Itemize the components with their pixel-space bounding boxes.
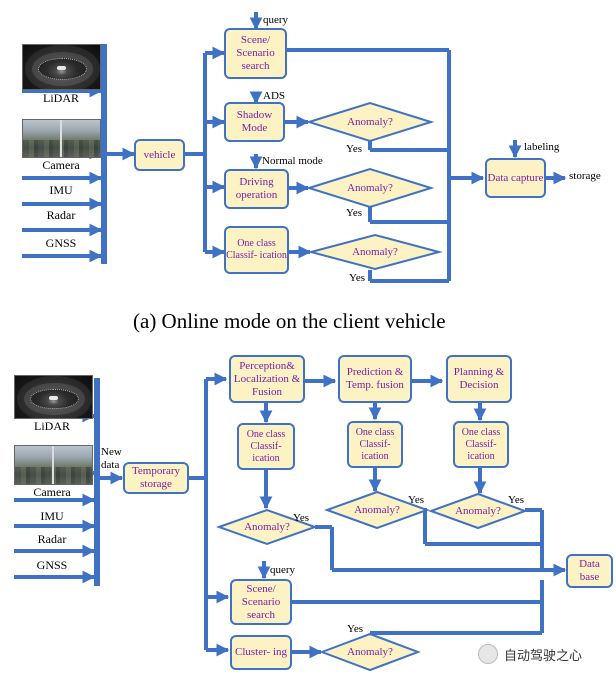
a-data-capture-label: Data capture [487,171,544,184]
a-scene-search-box: Scene/ Scenario search [224,28,287,79]
a-anomaly-diamond-1 [305,101,435,143]
a-yes-label-2: Yes [346,207,363,219]
b-input-radar: Radar [37,532,67,546]
b-one-class-box-1: One class Classif- ication [237,423,295,470]
b-anomaly-text-2: Anomaly? [354,504,400,516]
a-driving-operation-label: Driving operation [235,176,278,201]
b-planning-box: Planning & Decision [446,355,512,403]
b-anomaly-diamond-3 [428,492,528,530]
b-clustering-box: Cluster- ing [230,635,292,670]
b-lidar-thumbnail [14,375,93,419]
watermark: 自动驾驶之心 [478,644,582,664]
a-anomaly-text-3: Anomaly? [352,246,398,258]
a-labeling-label: labeling [524,141,560,153]
b-scene-search-label: Scene/ Scenario search [241,582,281,621]
a-vehicle-box: vehicle [134,139,185,171]
b-anomaly-text-3: Anomaly? [455,505,501,517]
a-storage-label: storage [569,170,601,182]
b-scene-search-box: Scene/ Scenario search [230,579,292,625]
b-yes-label-2: Yes [408,494,425,506]
b-anomaly-diamond-4 [319,632,421,672]
b-yes-label-3: Yes [508,494,525,506]
a-anomaly-diamond-2 [305,167,435,209]
a-shadow-mode-label: Shadow Mode [236,109,273,134]
a-input-radar: Radar [46,208,76,222]
b-perception-box: Perception& Localization & Fusion [229,355,305,403]
b-input-lidar: LiDAR [34,419,70,433]
a-vehicle-label: vehicle [143,148,176,161]
a-query-label: query [263,14,289,26]
b-new-data-label: New data [101,446,122,471]
b-anomaly-diamond-2 [324,490,430,530]
a-scene-search-label: Scene/ Scenario search [236,34,275,72]
b-one-class-label-3: One class Classif- ication [461,426,501,462]
b-temporary-storage-label: Temporary storage [131,465,181,490]
b-one-class-box-3: One class Classif- ication [453,421,509,468]
a-yes-label-3: Yes [349,272,366,284]
b-prediction-label: Prediction & Temp. fusion [346,366,404,391]
b-clustering-label: Cluster- ing [234,646,288,658]
b-anomaly-text-1: Anomaly? [244,521,290,533]
a-input-imu: IMU [49,183,73,197]
b-camera-thumbnail [14,445,93,485]
b-database-box: Data base [566,554,613,588]
b-perception-label: Perception& Localization & Fusion [233,359,301,398]
b-anomaly-diamond-1 [216,508,318,546]
a-anomaly-text-1: Anomaly? [347,116,393,128]
b-yes-label-4: Yes [347,623,364,635]
b-input-imu: IMU [40,509,64,523]
b-one-class-box-2: One class Classif- ication [347,421,403,468]
a-data-capture-box: Data capture [485,158,546,198]
b-planning-label: Planning & Decision [453,366,505,391]
b-database-label: Data base [579,558,600,583]
a-anomaly-diamond-3 [307,233,443,271]
a-input-gnss: GNSS [45,236,77,250]
a-normal-mode-label: Normal mode [262,155,323,167]
a-one-class-label: One class Classif- ication [226,238,287,261]
b-query-label: query [270,564,296,576]
a-anomaly-text-2: Anomaly? [347,182,393,194]
a-driving-operation-box: Driving operation [224,169,289,209]
a-one-class-box: One class Classif- ication [224,226,289,274]
b-input-gnss: GNSS [36,558,68,572]
b-prediction-box: Prediction & Temp. fusion [338,355,412,403]
wechat-icon [478,644,498,664]
a-yes-label-1: Yes [346,143,363,155]
a-lidar-thumbnail [22,44,101,90]
a-shadow-mode-box: Shadow Mode [224,102,285,142]
a-input-lidar: LiDAR [43,91,79,105]
a-camera-thumbnail [22,119,101,158]
a-ads-label: ADS [263,90,286,102]
b-one-class-label-2: One class Classif- ication [355,426,395,462]
b-temporary-storage-box: Temporary storage [123,462,189,494]
b-one-class-label-1: One class Classif- ication [246,428,286,464]
b-anomaly-text-4: Anomaly? [347,646,393,658]
b-input-camera: Camera [33,485,71,499]
b-yes-label-1: Yes [293,512,310,524]
a-input-camera: Camera [42,158,80,172]
watermark-text: 自动驾驶之心 [504,648,583,664]
a-caption: (a) Online mode on the client vehicle [133,309,446,333]
